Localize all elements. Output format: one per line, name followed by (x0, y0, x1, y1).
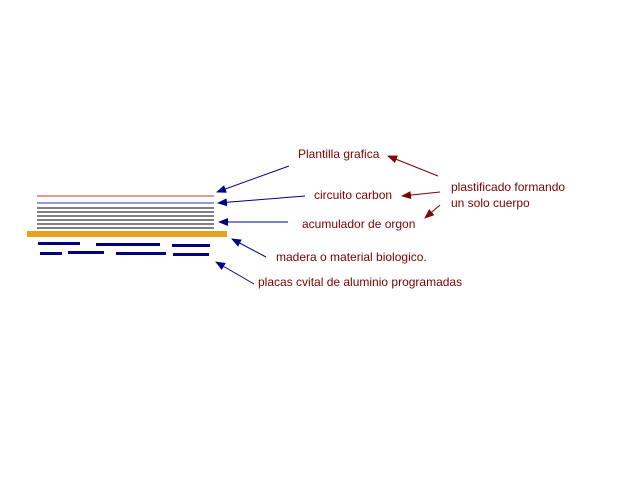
arrow-madera (231, 238, 267, 258)
label-placas: placas cvital de aluminio programadas (258, 275, 463, 289)
arrow-plast-to-circuito (401, 191, 441, 200)
label-madera: madera o material biologico. (276, 250, 427, 264)
arrow-plast-to-plantilla (387, 155, 439, 177)
plate-dash (40, 252, 62, 255)
plate-dash (173, 253, 209, 256)
plate-dash (96, 243, 160, 246)
layer-wood-bar (27, 231, 227, 237)
arrow-placas (215, 261, 255, 285)
label-plastificado-line2: un solo cuerpo (451, 196, 530, 210)
plate-dash (116, 252, 166, 255)
plate-dash (38, 242, 80, 245)
label-acumulador: acumulador de orgon (302, 217, 416, 231)
plate-dash (172, 244, 210, 247)
label-circuito: circuito carbon (314, 188, 393, 202)
plate-dash (68, 251, 104, 254)
label-plantilla: Plantilla grafica (298, 147, 380, 161)
arrow-circuito (217, 195, 306, 207)
label-plastificado-line1: plastificado formando (451, 180, 566, 194)
arrow-plast-to-acumulador (424, 204, 441, 219)
arrow-plantilla (216, 165, 290, 193)
